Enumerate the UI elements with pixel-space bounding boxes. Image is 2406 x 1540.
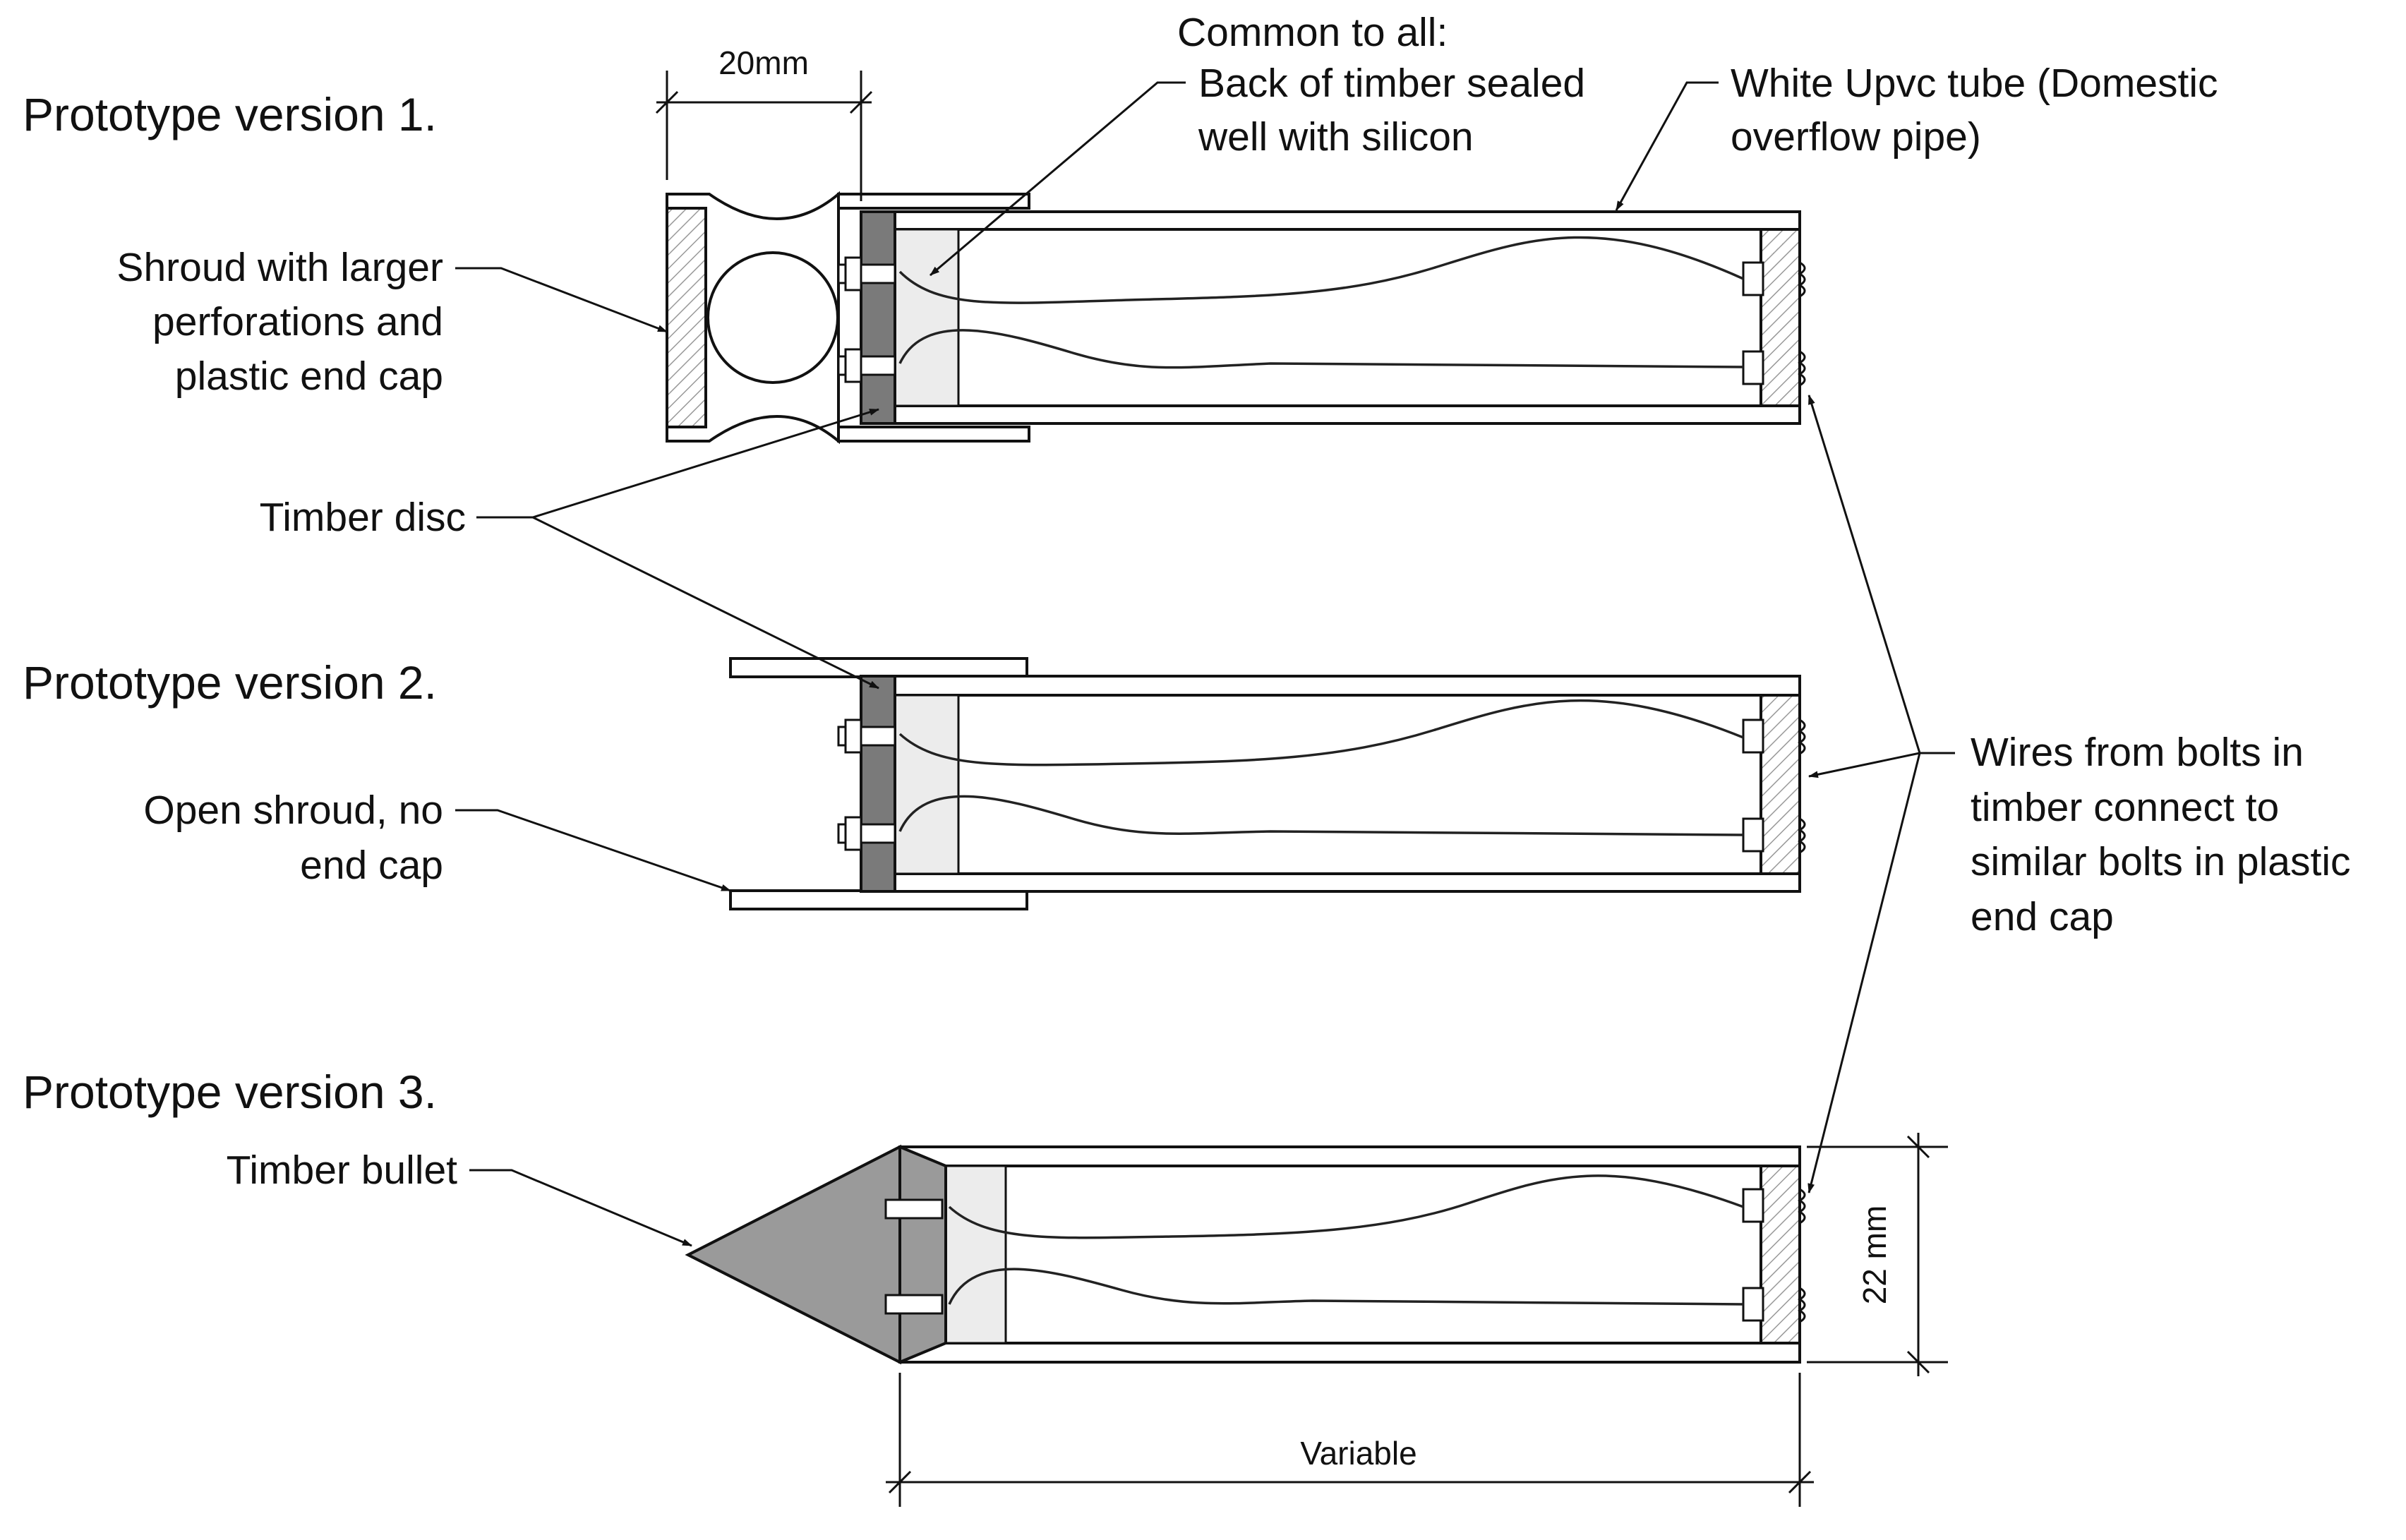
- dimension-22mm: [1807, 1133, 1948, 1376]
- timber-bullet-label: Timber bullet: [227, 1148, 457, 1193]
- wires-label-line-1: Wires from bolts in: [1971, 730, 2304, 775]
- shroud-1-label-line-2: perforations and: [152, 299, 443, 344]
- version-2-title: Prototype version 2.: [23, 656, 437, 709]
- wires-label-line-2: timber connect to: [1971, 785, 2279, 830]
- wires-label-line-4: end cap: [1971, 894, 2114, 939]
- upvc-tube-3: [898, 1145, 1801, 1364]
- common-label-line-2: Back of timber sealed: [1198, 61, 1585, 106]
- tube-label-line-2: overflow pipe): [1731, 114, 1981, 160]
- tube-label-line-1: White Upvc tube (Domestic: [1731, 61, 2218, 106]
- leader-lines: [455, 81, 1955, 1247]
- version-1-title: Prototype version 1.: [23, 88, 437, 140]
- timber-disc-1: [860, 210, 896, 425]
- plastic-end-cap-1: [666, 207, 707, 428]
- common-label-line-1: Common to all:: [1177, 10, 1448, 55]
- dimension-20mm: [655, 71, 873, 201]
- perforation-hole: [706, 251, 839, 384]
- timber-disc-2: [860, 675, 896, 893]
- dimension-20mm-label: 20mm: [718, 44, 809, 81]
- common-label-line-3: well with silicon: [1198, 114, 1474, 160]
- dimension-variable-label: Variable: [1300, 1435, 1416, 1472]
- upvc-tube-2: [860, 675, 1801, 893]
- shroud-1-label-line-1: Shroud with larger: [116, 245, 443, 290]
- prototype-3-drawing: [685, 1144, 1806, 1365]
- timber-disc-label: Timber disc: [260, 495, 466, 540]
- upvc-tube-1: [860, 210, 1801, 425]
- version-3-title: Prototype version 3.: [23, 1066, 437, 1118]
- wires-label-line-3: similar bolts in plastic: [1971, 839, 2351, 884]
- shroud-1-label-line-3: plastic end cap: [175, 354, 443, 399]
- shroud-2-label-line-1: Open shroud, no: [143, 788, 443, 833]
- dimension-22mm-label: 22 mm: [1856, 1205, 1893, 1305]
- prototype-2-drawing: [729, 657, 1806, 910]
- dimension-variable: [886, 1373, 1814, 1507]
- shroud-2-label-line-2: end cap: [300, 843, 443, 888]
- prototype-1-drawing: [666, 191, 1806, 445]
